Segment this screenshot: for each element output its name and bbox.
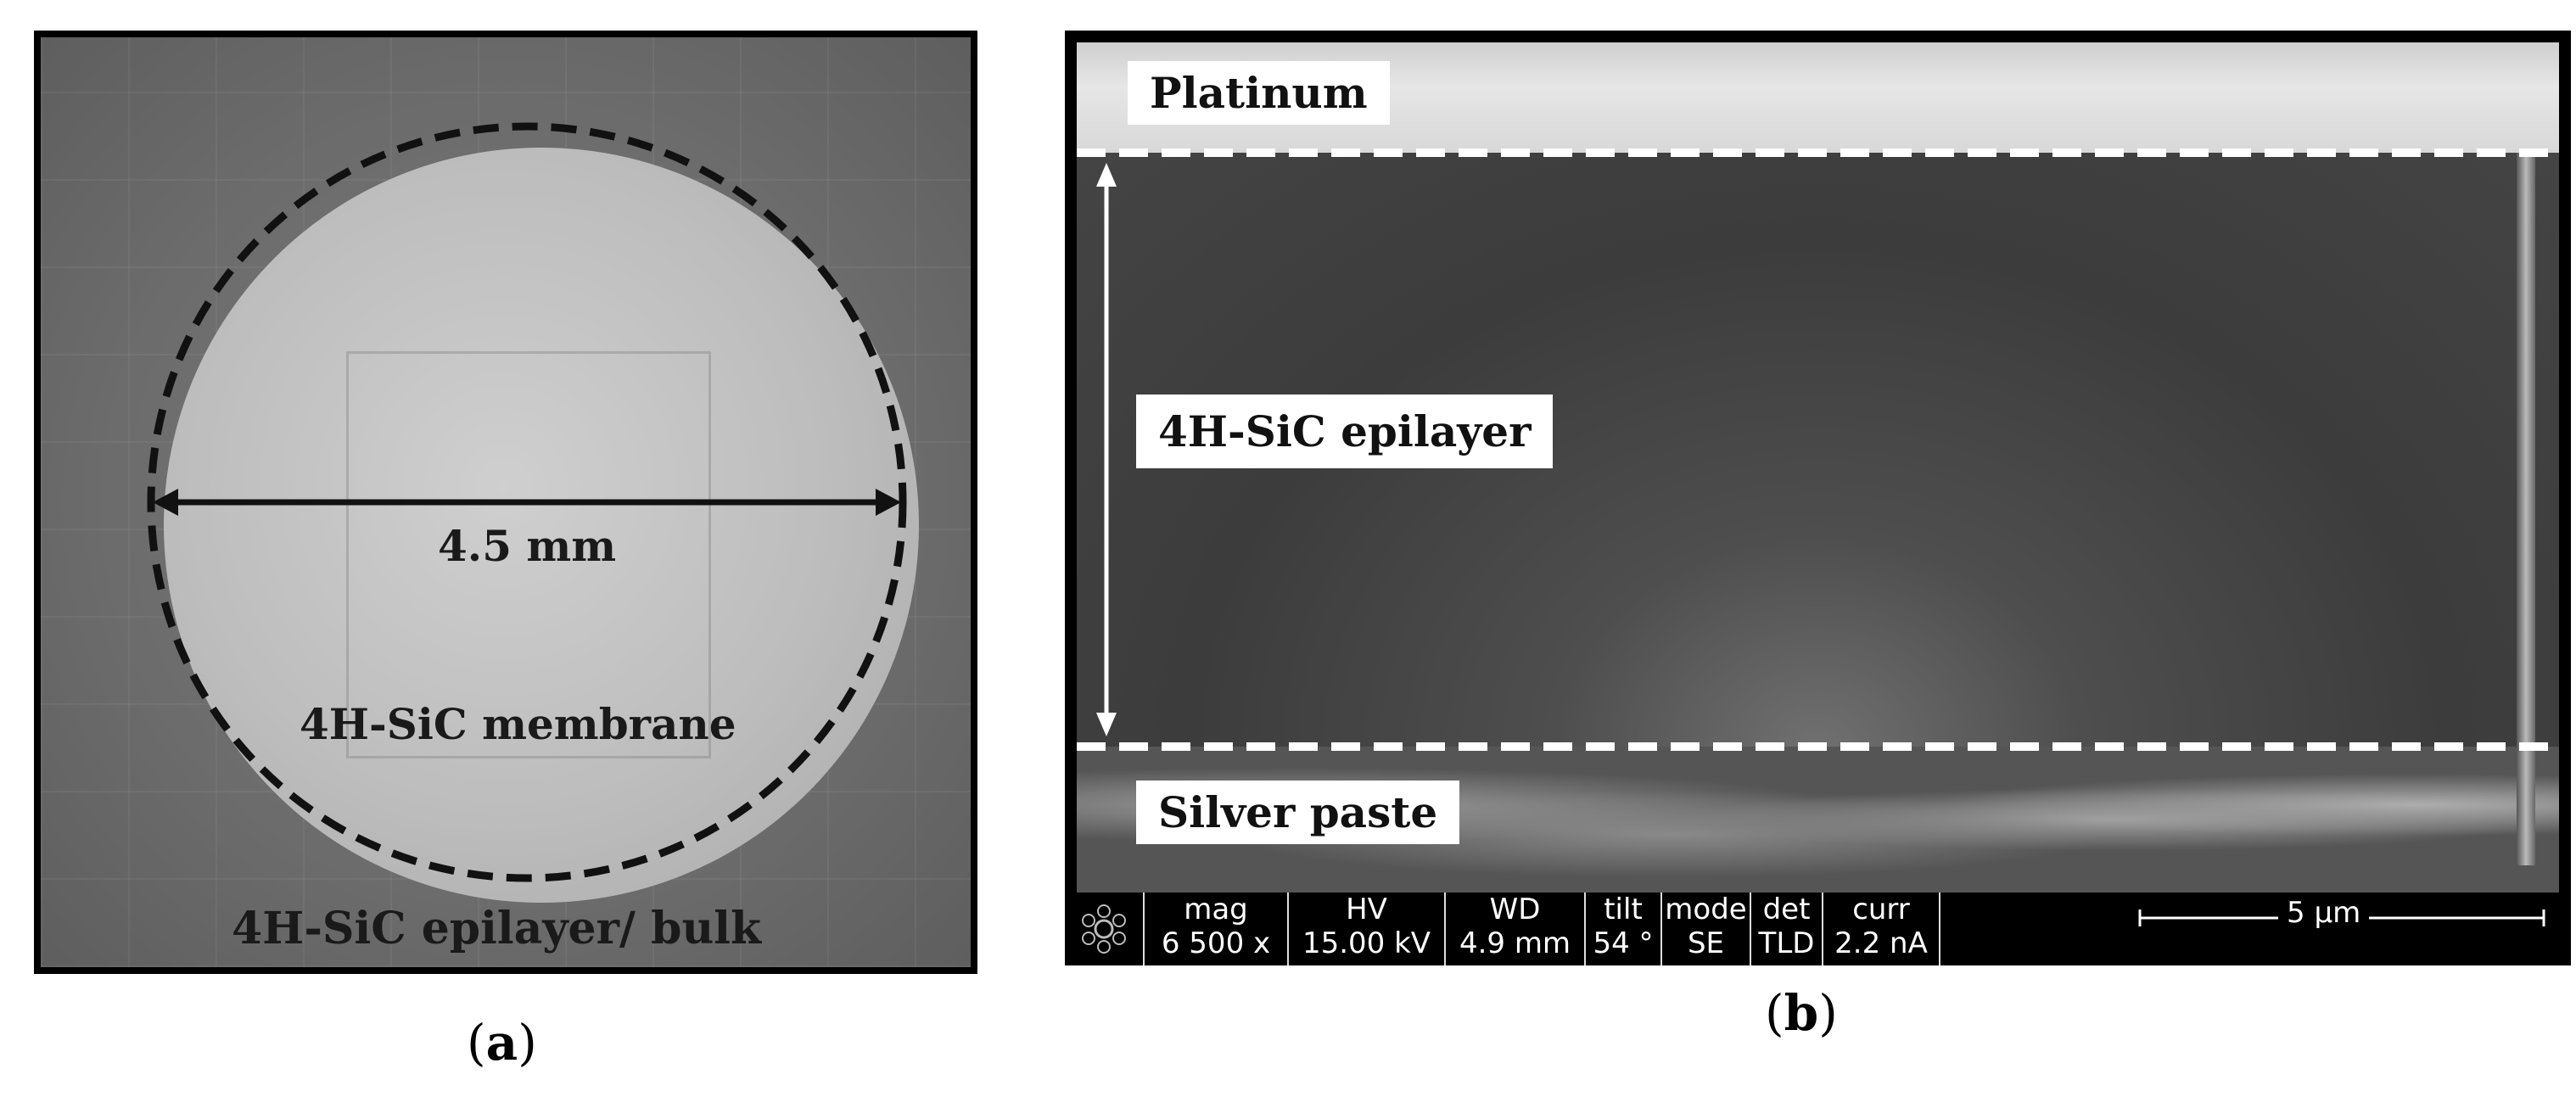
panel-b-sem-cross-section: Platinum 4H-SiC epilayer Silver paste ma… xyxy=(1065,31,2571,965)
info-hv: HV 15.00 kV xyxy=(1287,893,1444,965)
info-wd-header: WD xyxy=(1489,893,1541,926)
info-hv-value: 15.00 kV xyxy=(1302,926,1431,960)
caption-a-open: ( xyxy=(467,1014,486,1072)
panel-a-membrane-image: 4.5 mm 4H-SiC membrane 4H-SiC epilayer/ … xyxy=(34,31,977,974)
inner-square-outline xyxy=(346,351,711,758)
silver-paste-label: Silver paste xyxy=(1136,781,1460,844)
membrane-label: 4H-SiC membrane xyxy=(300,699,736,749)
caption-b-close: ) xyxy=(1818,984,1838,1042)
fei-logo-icon xyxy=(1082,904,1126,954)
scale-bar-label: 5 µm xyxy=(2278,896,2370,930)
diameter-label: 4.5 mm xyxy=(438,521,617,571)
info-mode-header: mode xyxy=(1665,893,1747,926)
info-wd: WD 4.9 mm xyxy=(1444,893,1584,965)
thickness-arrow xyxy=(1096,163,1117,736)
info-tilt: tilt 54 ° xyxy=(1584,893,1660,965)
info-curr-header: curr xyxy=(1852,893,1910,926)
platinum-label: Platinum xyxy=(1128,61,1390,125)
caption-a: (a) xyxy=(467,1014,537,1072)
info-hv-header: HV xyxy=(1346,893,1387,926)
info-mode-value: SE xyxy=(1687,926,1725,960)
info-mag: mag 6 500 x xyxy=(1143,893,1287,965)
caption-a-letter: a xyxy=(485,1014,518,1072)
info-det: det TLD xyxy=(1750,893,1822,965)
info-wd-value: 4.9 mm xyxy=(1459,926,1571,960)
info-mag-value: 6 500 x xyxy=(1161,926,1271,960)
thickness-annotations xyxy=(1077,148,2559,751)
info-curr-value: 2.2 nA xyxy=(1834,926,1928,960)
epilayer-label: 4H-SiC epilayer xyxy=(1136,395,1554,468)
bulk-label: 4H-SiC epilayer/ bulk xyxy=(232,903,762,954)
info-mag-header: mag xyxy=(1184,893,1248,926)
info-mode: mode SE xyxy=(1660,893,1750,965)
diameter-arrow xyxy=(153,489,901,516)
caption-a-close: ) xyxy=(518,1014,537,1072)
membrane-micrograph: 4.5 mm 4H-SiC membrane 4H-SiC epilayer/ … xyxy=(41,37,971,967)
sem-image: Platinum 4H-SiC epilayer Silver paste xyxy=(1077,42,2559,893)
edge-strip xyxy=(2517,153,2535,865)
caption-b-letter: b xyxy=(1784,984,1819,1042)
dashed-circle-outline xyxy=(147,122,907,882)
caption-b: (b) xyxy=(1765,984,1838,1042)
membrane-region xyxy=(164,148,919,903)
info-det-header: det xyxy=(1762,893,1811,926)
info-det-value: TLD xyxy=(1758,926,1815,960)
sem-info-bar: mag 6 500 x HV 15.00 kV WD 4.9 mm tilt 5… xyxy=(1065,893,2571,965)
info-curr: curr 2.2 nA xyxy=(1822,893,1940,965)
info-tilt-value: 54 ° xyxy=(1593,926,1654,960)
caption-b-open: ( xyxy=(1765,984,1784,1042)
info-tilt-header: tilt xyxy=(1604,893,1643,926)
